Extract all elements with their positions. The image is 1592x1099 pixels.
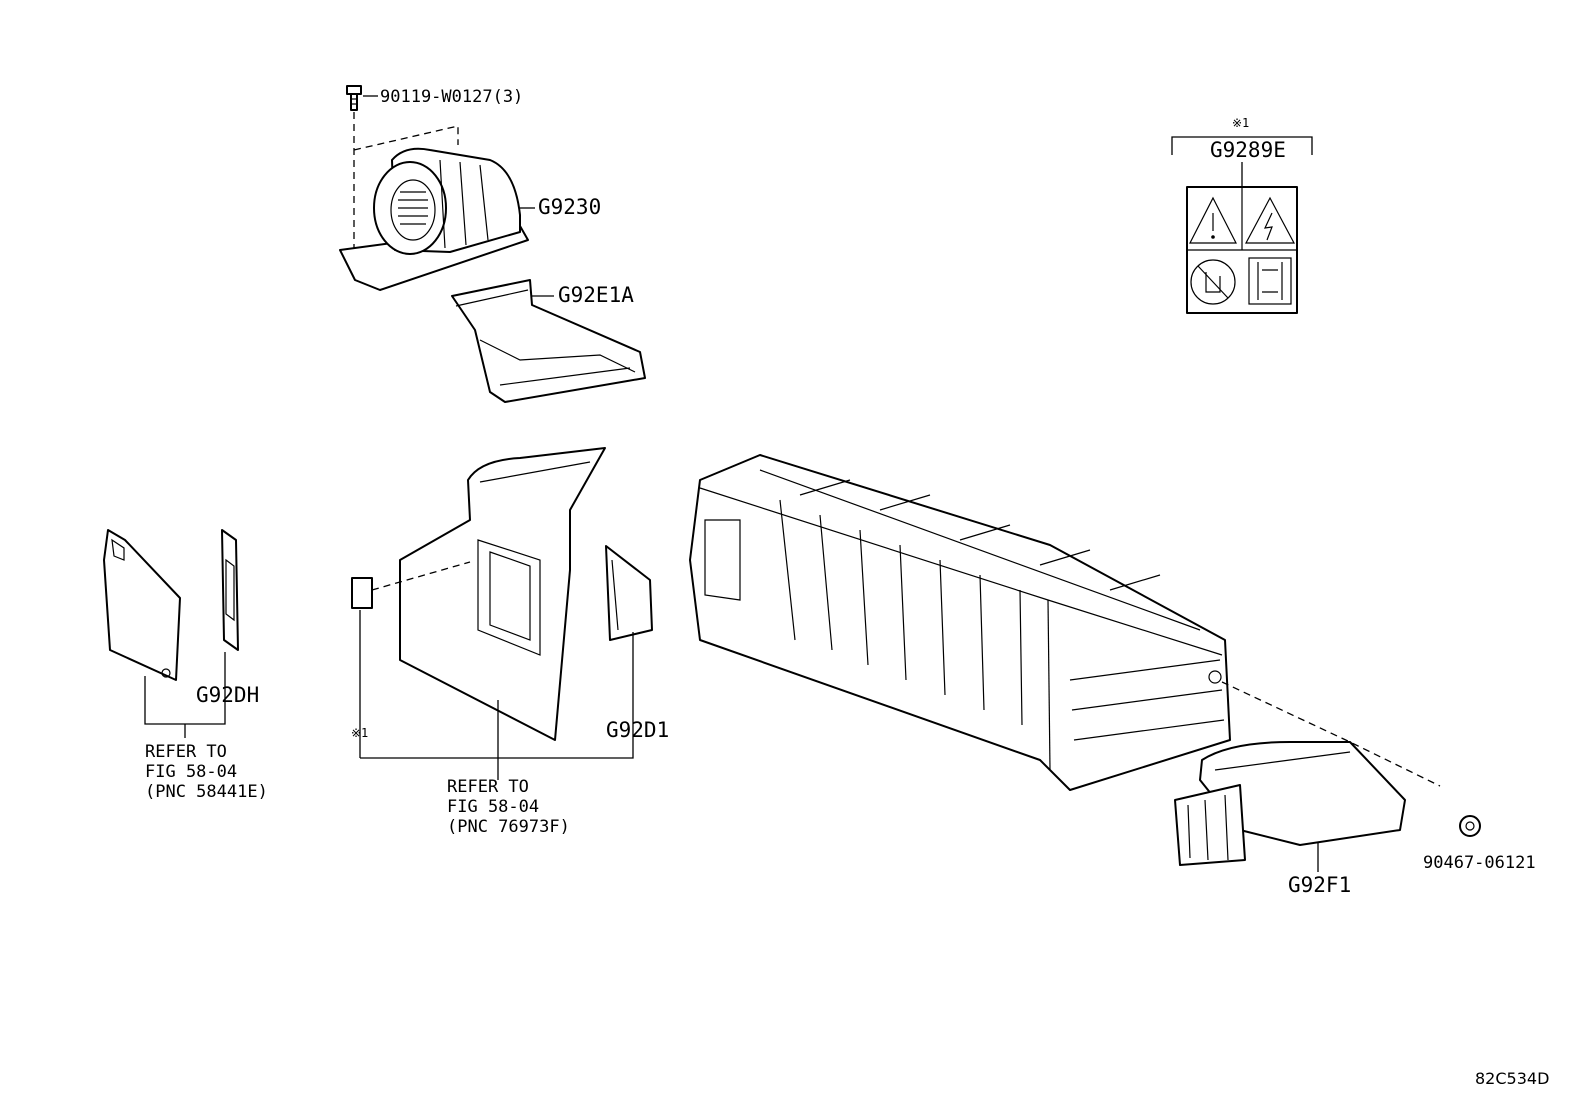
no-touch-icon bbox=[1190, 259, 1236, 305]
duct-part-number: G92E1A bbox=[558, 283, 634, 307]
warning-triangle-icon bbox=[1189, 196, 1237, 244]
duct-part[interactable] bbox=[451, 279, 646, 403]
bolt-part[interactable] bbox=[346, 85, 362, 111]
center-cover-part[interactable] bbox=[351, 447, 606, 741]
warning-label-bracket bbox=[1171, 136, 1313, 155]
refer-center-line1: REFER TO bbox=[447, 777, 529, 797]
bolt-part-number: 90119-W0127(3) bbox=[380, 87, 523, 107]
clip-part[interactable] bbox=[1459, 815, 1481, 837]
center-right-panel[interactable] bbox=[605, 545, 653, 641]
warning-label-note: ※1 bbox=[1232, 116, 1249, 130]
blower-assembly[interactable] bbox=[339, 147, 529, 291]
end-cover-part-number: G92F1 bbox=[1288, 873, 1351, 897]
battery-mounting-line bbox=[1221, 681, 1441, 787]
blower-part-number: G9230 bbox=[538, 195, 601, 219]
left-cover-part-number: G92DH bbox=[196, 683, 259, 707]
refer-left-line2: FIG 58-04 bbox=[145, 762, 237, 782]
panel-icon bbox=[1248, 257, 1292, 305]
right-panel-part-number: G92D1 bbox=[606, 718, 669, 742]
center-cover-note: ※1 bbox=[351, 726, 368, 740]
refer-left-line1: REFER TO bbox=[145, 742, 227, 762]
warning-label-part[interactable] bbox=[1186, 186, 1298, 314]
battery-assembly[interactable] bbox=[689, 454, 1231, 791]
refer-left-line3: (PNC 58441E) bbox=[145, 782, 268, 802]
refer-center-line2: FIG 58-04 bbox=[447, 797, 539, 817]
bolt-mounting-line bbox=[353, 112, 459, 250]
high-voltage-icon bbox=[1245, 196, 1295, 244]
diagram-code: 82C534D bbox=[1475, 1069, 1549, 1088]
end-cover-part[interactable] bbox=[1174, 741, 1406, 866]
left-cover-part[interactable] bbox=[103, 529, 239, 681]
center-cover-bracket bbox=[360, 632, 634, 759]
warning-label-part-number: G9289E bbox=[1210, 138, 1286, 162]
refer-center-line3: (PNC 76973F) bbox=[447, 817, 570, 837]
clip-part-number: 90467-06121 bbox=[1423, 853, 1536, 873]
